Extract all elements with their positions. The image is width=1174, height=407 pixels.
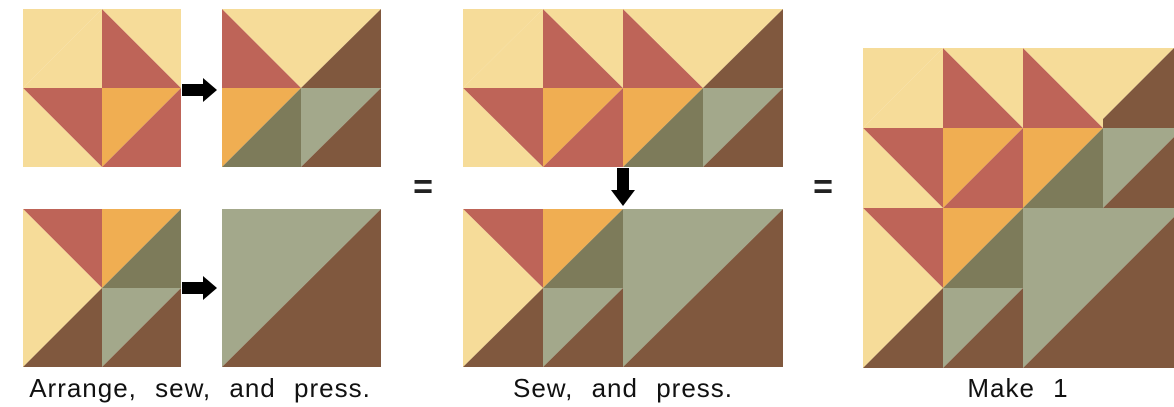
patch-cream: [863, 48, 943, 128]
patch-brown: [1103, 48, 1174, 128]
patch-brown: [222, 209, 381, 367]
patch-brown: [703, 9, 783, 88]
patch-cream: [23, 9, 102, 88]
step3-caption: Make 1: [967, 373, 1068, 403]
patch-olive: [222, 88, 301, 167]
patch-brown: [703, 88, 783, 167]
patch-cream: [943, 48, 1023, 128]
patch-cream: [23, 88, 102, 167]
patch-brown: [543, 288, 623, 367]
patch-cream: [102, 9, 181, 88]
patch-brown: [1023, 217, 1174, 368]
patch-olive: [102, 209, 181, 288]
patch-cream: [623, 9, 703, 88]
patch-sage: [1023, 208, 1174, 368]
patch-rust: [943, 128, 1023, 208]
step1-block-top-right: [222, 9, 381, 167]
final-block: [863, 48, 1174, 368]
patch-cream: [23, 209, 102, 288]
step1-block-top-left: [23, 9, 181, 167]
arrow-right-icon: [182, 78, 217, 102]
patch-olive: [623, 88, 703, 167]
patch-rust: [102, 88, 181, 167]
patch-brown: [102, 288, 181, 367]
patch-brown: [863, 288, 943, 368]
patch-olive: [543, 209, 623, 288]
step1-caption: Arrange, sew, and press.: [29, 373, 371, 403]
step2-block-bottom: [463, 209, 783, 367]
equals-sign: =: [413, 168, 433, 206]
patch-brown: [1103, 137, 1174, 208]
patch-cream: [543, 9, 623, 88]
patch-rust: [222, 9, 301, 88]
patch-brown: [463, 288, 543, 367]
patch-olive: [1023, 128, 1103, 208]
patch-brown: [943, 288, 1023, 368]
patch-cream: [463, 88, 543, 167]
patch-cream: [1023, 48, 1103, 128]
step2-caption: Sew, and press.: [513, 373, 733, 403]
patch-cream: [863, 208, 943, 288]
step2-block-top: [463, 9, 783, 167]
step1-block-bottom-right: [222, 209, 381, 367]
equals-sign: =: [813, 168, 833, 206]
arrow-down-icon: [611, 168, 635, 206]
patch-brown: [301, 9, 381, 88]
patch-olive: [943, 208, 1023, 288]
patch-rust: [543, 88, 623, 167]
patch-brown: [23, 288, 102, 367]
patch-cream: [463, 9, 543, 88]
arrow-right-icon: [182, 276, 217, 300]
patch-cream: [463, 209, 543, 288]
patch-brown: [623, 209, 783, 367]
patch-brown: [301, 88, 381, 167]
patch-cream: [863, 128, 943, 208]
step1-block-bottom-left: [23, 209, 181, 367]
patch-sage: [1103, 128, 1174, 208]
